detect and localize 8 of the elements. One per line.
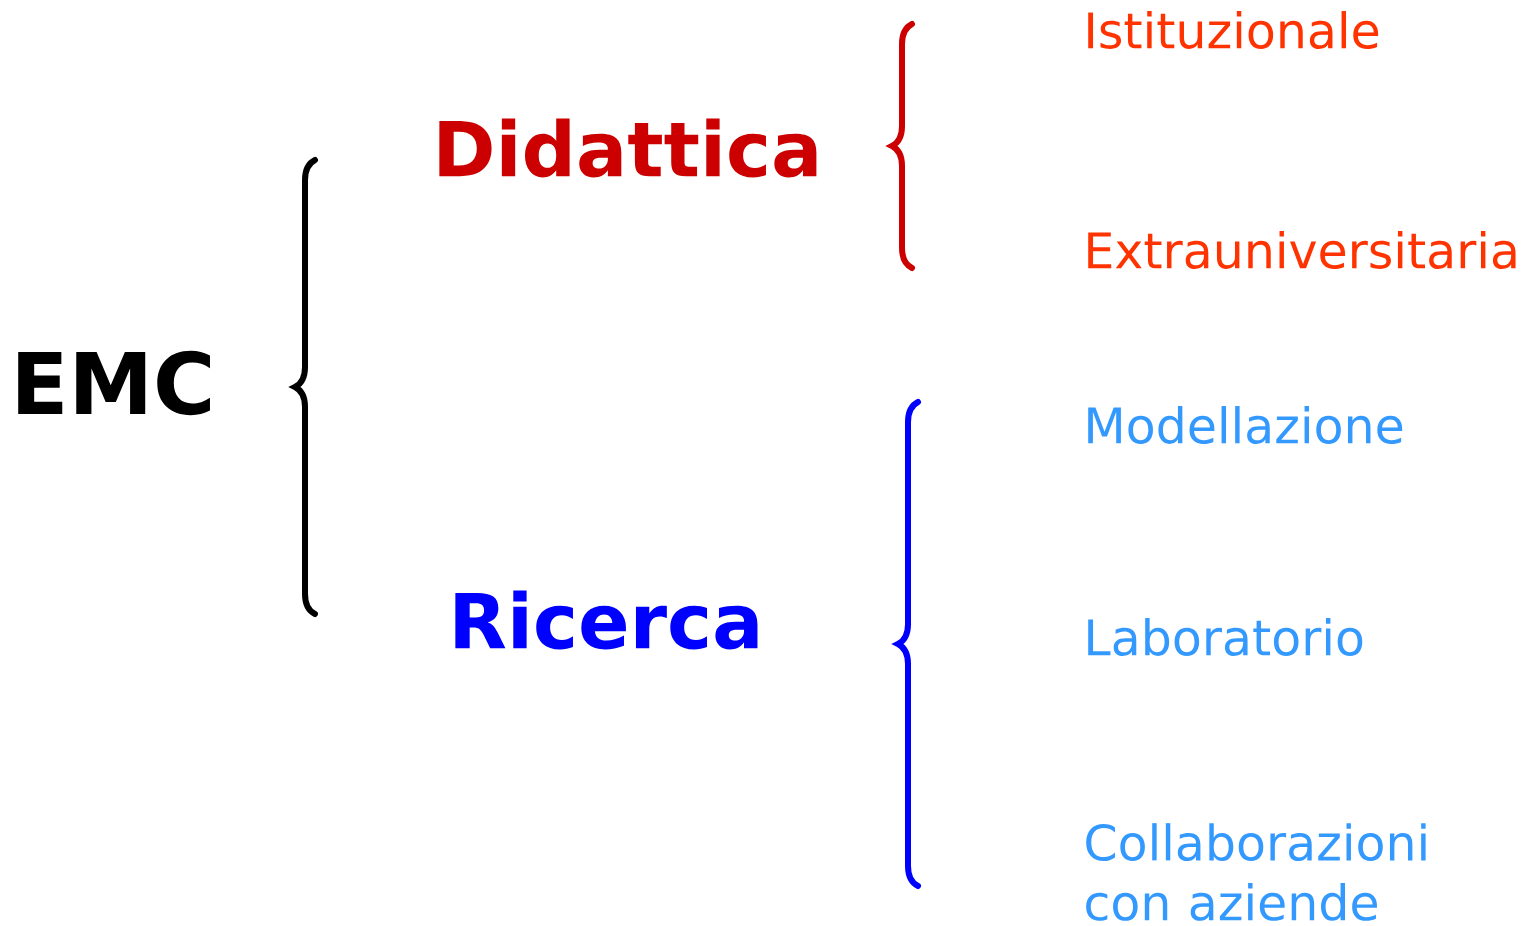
category-label: Ricerca bbox=[455, 590, 758, 650]
category-label: Didattica bbox=[439, 118, 817, 178]
item-label: Laboratorio bbox=[1088, 618, 1363, 656]
item-label: Istituzionale bbox=[1088, 11, 1379, 49]
item-label: Collaborazioni con aziende bbox=[1086, 823, 1426, 921]
item-label: Extrauniversitaria bbox=[1088, 231, 1516, 269]
item-label: Modellazione bbox=[1088, 406, 1403, 444]
root-label: EMC bbox=[18, 350, 210, 416]
